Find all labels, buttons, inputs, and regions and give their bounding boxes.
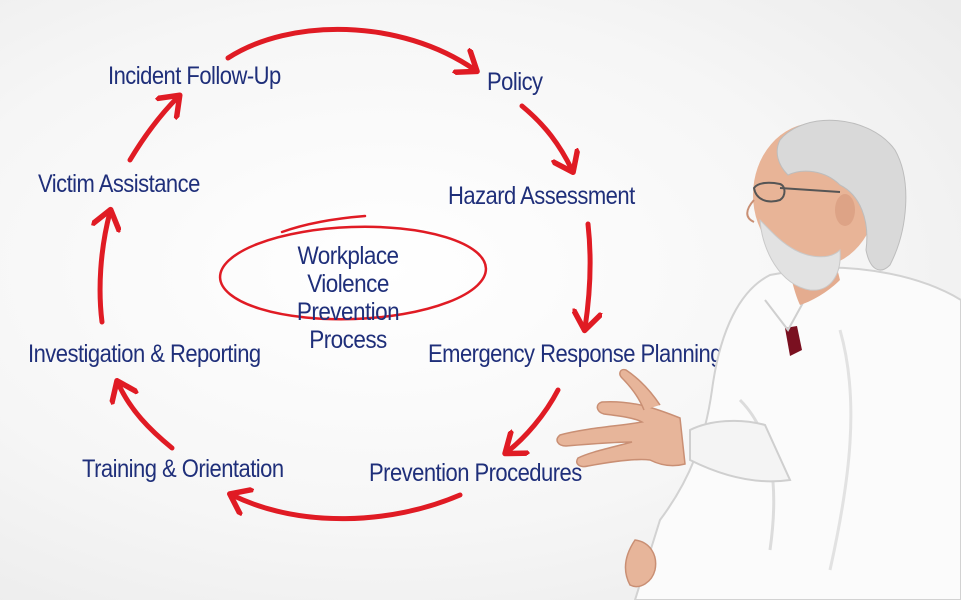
arrow-emergency-to-prevention bbox=[507, 387, 561, 452]
step-policy: Policy bbox=[487, 68, 543, 96]
step-emergency-response-planning: Emergency Response Planning bbox=[428, 340, 722, 368]
step-prevention-procedures: Prevention Procedures bbox=[369, 459, 582, 487]
presenter-illustration bbox=[556, 119, 961, 600]
arrow-prevention-to-training bbox=[232, 495, 463, 522]
center-title: Workplace Violence Prevention Process bbox=[258, 242, 438, 354]
step-incident-follow-up: Incident Follow-Up bbox=[108, 62, 281, 90]
presenter-beard bbox=[759, 218, 841, 291]
presenter-shirt bbox=[633, 266, 961, 600]
arrow-followup-to-policy bbox=[225, 26, 475, 70]
center-title-line2: Prevention Process bbox=[296, 298, 400, 354]
arrow-hazard-to-emergency bbox=[585, 221, 590, 328]
presenter-tie bbox=[785, 326, 802, 356]
presenter-arm bbox=[689, 419, 792, 483]
center-circle bbox=[218, 214, 488, 321]
step-hazard-assessment: Hazard Assessment bbox=[448, 182, 635, 210]
center-title-line1: Workplace Violence bbox=[297, 242, 399, 298]
presenter-hair bbox=[776, 119, 907, 271]
presenter-glasses bbox=[752, 181, 841, 203]
step-training-orientation: Training & Orientation bbox=[82, 455, 284, 483]
presenter-hand bbox=[556, 400, 686, 468]
arrow-policy-to-hazard bbox=[519, 103, 572, 170]
step-victim-assistance: Victim Assistance bbox=[38, 170, 200, 198]
arrow-victim-to-followup bbox=[127, 97, 178, 163]
presenter-left-hand bbox=[624, 539, 657, 588]
arrow-training-to-investigation bbox=[118, 383, 175, 451]
arrow-investigation-to-victim bbox=[100, 212, 110, 325]
step-investigation-reporting: Investigation & Reporting bbox=[28, 340, 261, 368]
